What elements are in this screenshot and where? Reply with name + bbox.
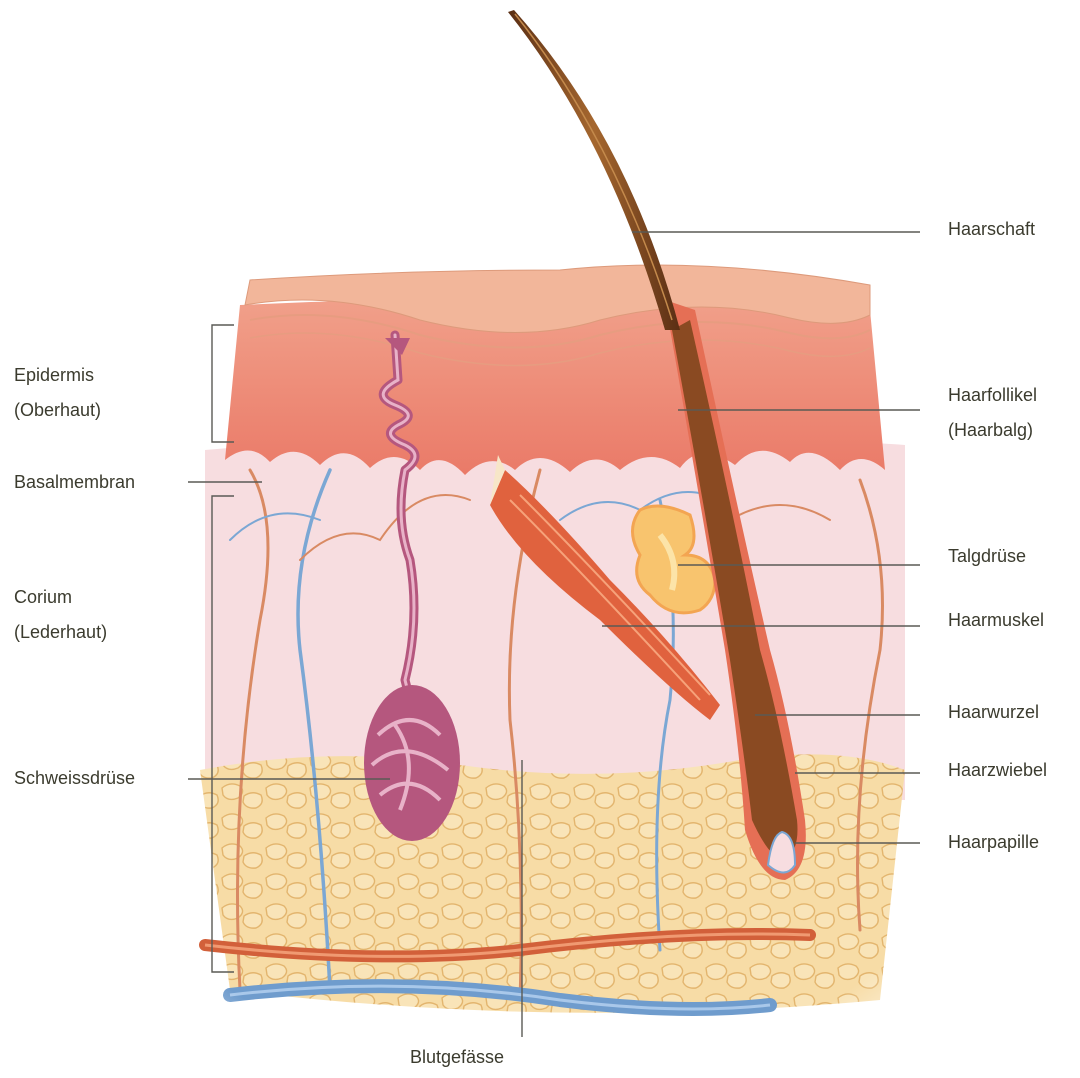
- label-corium-line1: Corium: [14, 580, 107, 615]
- label-haarfollikel: Haarfollikel (Haarbalg): [948, 378, 1037, 448]
- label-haarpapille: Haarpapille: [948, 825, 1039, 860]
- label-schweissdruese: Schweissdrüse: [14, 761, 135, 796]
- label-haarfollikel-line2: (Haarbalg): [948, 413, 1037, 448]
- label-talgdruese: Talgdrüse: [948, 539, 1026, 574]
- label-basalmembran: Basalmembran: [14, 465, 135, 500]
- label-haarzwiebel: Haarzwiebel: [948, 753, 1047, 788]
- label-blutgefaesse: Blutgefässe: [410, 1040, 504, 1075]
- label-epidermis: Epidermis (Oberhaut): [14, 358, 101, 428]
- label-corium: Corium (Lederhaut): [14, 580, 107, 650]
- label-corium-line2: (Lederhaut): [14, 615, 107, 650]
- label-epidermis-line1: Epidermis: [14, 358, 101, 393]
- label-haarfollikel-line1: Haarfollikel: [948, 378, 1037, 413]
- label-haarwurzel: Haarwurzel: [948, 695, 1039, 730]
- label-epidermis-line2: (Oberhaut): [14, 393, 101, 428]
- label-haarmuskel: Haarmuskel: [948, 603, 1044, 638]
- label-haarschaft: Haarschaft: [948, 212, 1035, 247]
